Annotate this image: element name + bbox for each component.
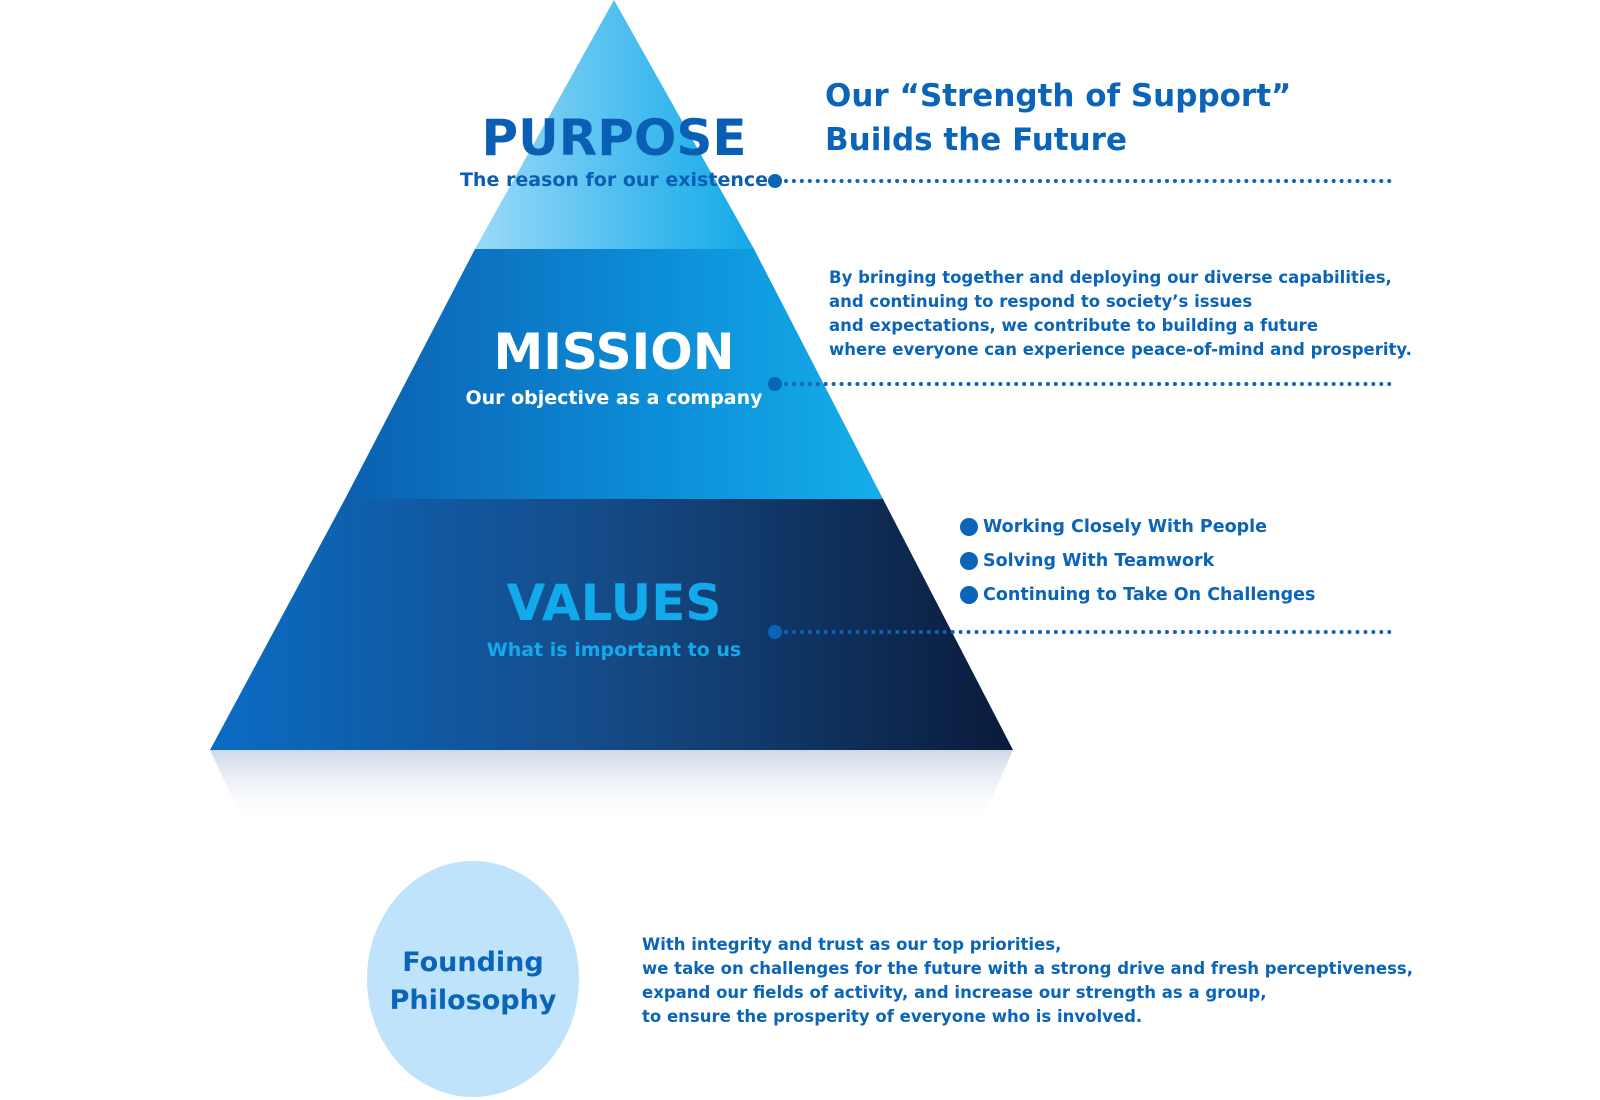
founding-statement-line: expand our fields of activity, and incre… — [642, 983, 1267, 1002]
bullet-icon — [960, 586, 978, 604]
list-item: Continuing to Take On Challenges — [960, 584, 1315, 618]
mission-subtitle: Our objective as a company — [465, 387, 763, 409]
mission-connector-line — [784, 382, 1392, 386]
values-connector-dot — [768, 625, 782, 639]
values-connector-line — [784, 630, 1392, 634]
mission-title: MISSION — [493, 323, 735, 381]
founding-label-line: Philosophy — [389, 985, 557, 1016]
purpose-statement: Our “Strength of Support” Builds the Fut… — [825, 74, 1425, 162]
purpose-statement-line: Builds the Future — [825, 122, 1127, 158]
list-item: Solving With Teamwork — [960, 550, 1315, 584]
founding-statement-line: to ensure the prosperity of everyone who… — [642, 1007, 1143, 1026]
founding-label-line: Founding — [402, 947, 544, 978]
mission-statement-line: and expectations, we contribute to build… — [829, 316, 1319, 335]
values-item-label: Working Closely With People — [983, 517, 1268, 537]
purpose-title: PURPOSE — [481, 109, 747, 167]
bullet-icon — [960, 518, 978, 536]
values-list: Working Closely With People Solving With… — [960, 516, 1315, 618]
purpose-subtitle: The reason for our existence — [459, 169, 769, 191]
founding-statement-line: we take on challenges for the future wit… — [642, 959, 1414, 978]
bullet-icon — [960, 552, 978, 570]
founding-philosophy-statement: With integrity and trust as our top prio… — [642, 933, 1414, 1029]
list-item: Working Closely With People — [960, 516, 1315, 550]
mission-statement-line: By bringing together and deploying our d… — [829, 268, 1392, 287]
pyramid-reflection — [210, 750, 1013, 825]
pyramid-tier-purpose — [475, 0, 754, 249]
founding-philosophy-label: Founding Philosophy — [367, 944, 579, 1020]
mission-statement-line: and continuing to respond to society’s i… — [829, 292, 1253, 311]
founding-statement-line: With integrity and trust as our top prio… — [642, 935, 1062, 954]
values-title: VALUES — [506, 574, 722, 632]
mission-statement: By bringing together and deploying our d… — [829, 266, 1569, 362]
mission-statement-line: where everyone can experience peace-of-m… — [829, 340, 1412, 359]
purpose-connector-dot — [768, 174, 782, 188]
pyramid-tier-values — [210, 499, 1013, 750]
values-item-label: Continuing to Take On Challenges — [983, 585, 1316, 605]
mission-connector-dot — [768, 377, 782, 391]
purpose-connector-line — [784, 179, 1392, 183]
values-item-label: Solving With Teamwork — [983, 551, 1215, 571]
values-subtitle: What is important to us — [486, 639, 742, 661]
founding-philosophy-circle — [367, 861, 579, 1097]
purpose-statement-line: Our “Strength of Support” — [825, 78, 1292, 114]
pyramid-tier-mission — [345, 249, 883, 499]
